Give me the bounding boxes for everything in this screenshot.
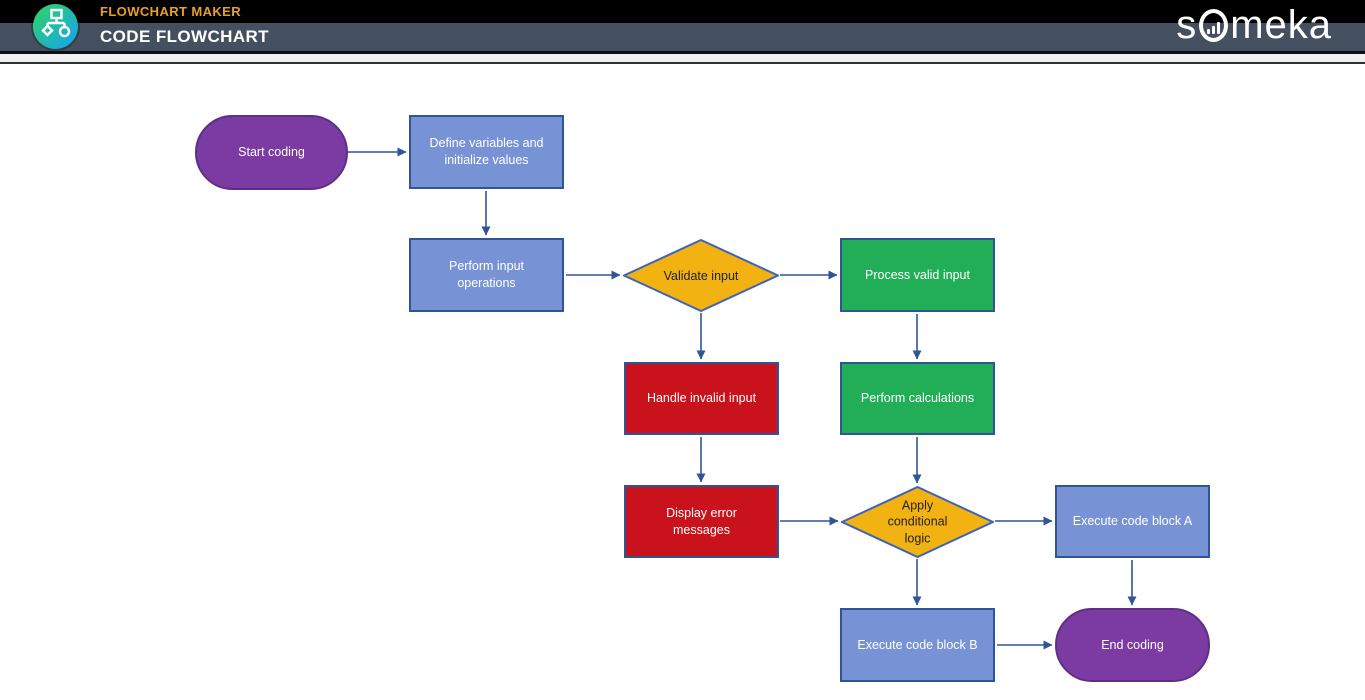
node-execute-code-block-a[interactable]: Execute code block A <box>1055 485 1210 558</box>
node-perform-input-operations[interactable]: Perform input operations <box>409 238 564 312</box>
header-top-bar <box>0 0 1365 23</box>
node-start-coding[interactable]: Start coding <box>195 115 348 190</box>
node-end-coding[interactable]: End coding <box>1055 608 1210 682</box>
node-display-error-messages[interactable]: Display error messages <box>624 485 779 558</box>
brand-text-suffix: meka <box>1230 2 1332 47</box>
node-label: Execute code block B <box>857 637 978 652</box>
bar-chart-icon <box>1199 8 1229 42</box>
node-apply-conditional-logic[interactable]: Apply conditional logic <box>841 486 994 558</box>
flowchart-icon <box>39 7 73 46</box>
header-divider-strip <box>0 54 1365 62</box>
brand-logo: s meka <box>1176 2 1332 47</box>
node-validate-input[interactable]: Validate input <box>623 239 779 312</box>
node-label: Process valid input <box>865 267 970 282</box>
node-label: Perform calculations <box>860 391 975 406</box>
node-label: Display error messages <box>666 505 737 537</box>
page-title: CODE FLOWCHART <box>100 27 269 46</box>
node-define-variables[interactable]: Define variables and initialize values <box>409 115 564 189</box>
node-label: Execute code block A <box>1072 514 1193 529</box>
diamond-shape <box>841 486 994 558</box>
node-label: Define variables and initialize values <box>429 136 544 167</box>
node-perform-calculations[interactable]: Perform calculations <box>840 362 995 435</box>
header-divider-dark <box>0 51 1365 54</box>
node-label: Apply conditional logic <box>887 498 948 546</box>
header-divider-line <box>0 62 1365 64</box>
node-process-valid-input[interactable]: Process valid input <box>840 238 995 312</box>
header-title-bar <box>0 23 1365 51</box>
brand-text-prefix: s <box>1176 2 1198 47</box>
node-label: Validate input <box>663 268 739 283</box>
node-label: Handle invalid input <box>646 391 757 406</box>
node-label: End coding <box>1101 637 1164 652</box>
app-label: FLOWCHART MAKER <box>100 4 242 19</box>
app-logo <box>33 4 78 49</box>
node-handle-invalid-input[interactable]: Handle invalid input <box>624 362 779 435</box>
diamond-shape <box>623 239 779 312</box>
node-label: Start coding <box>238 145 305 160</box>
node-execute-code-block-b[interactable]: Execute code block B <box>840 608 995 682</box>
node-label: Perform input operations <box>448 259 525 290</box>
